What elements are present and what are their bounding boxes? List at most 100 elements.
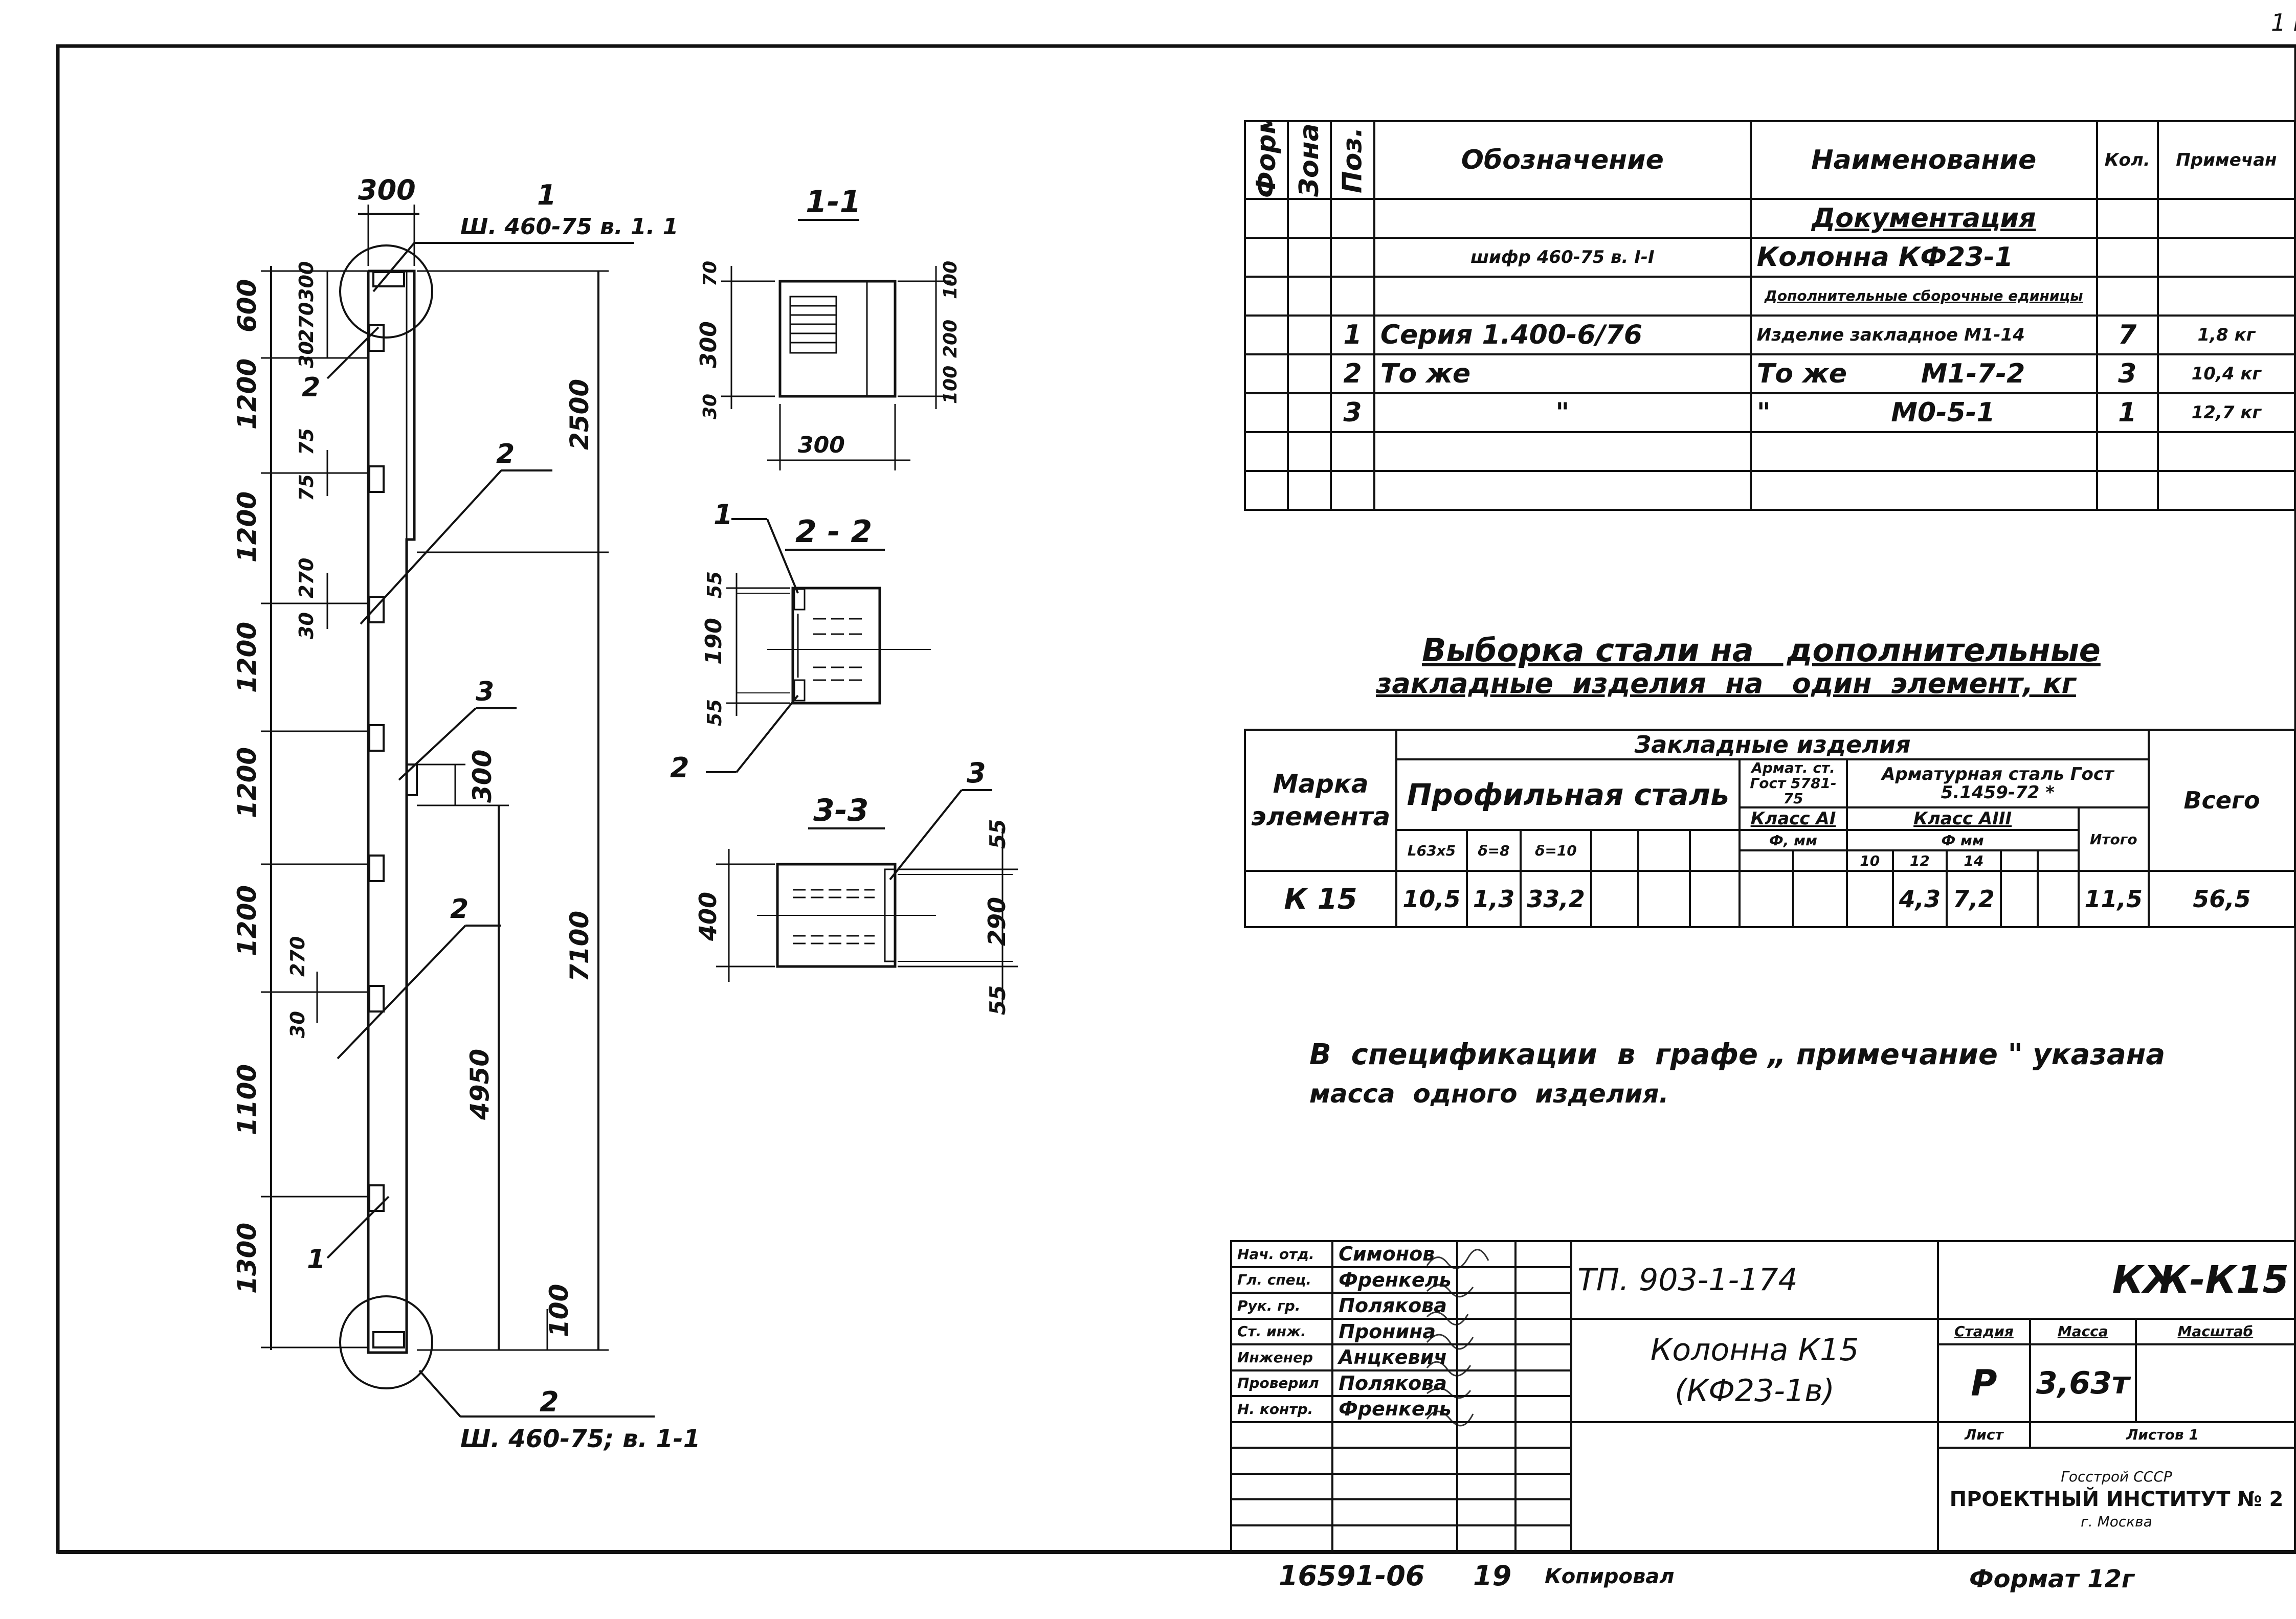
right-dim-100: 100 [544,1284,574,1337]
table-row [1244,470,2296,511]
small-dim-270a: 270 [295,302,318,343]
left-dim-1300: 1300 [232,1223,262,1294]
stamp-stage: Р [1936,1343,2031,1423]
stamp-org-3: г. Москва [2081,1513,2152,1530]
right-dim-4950: 4950 [465,1049,495,1120]
stamp-stage-header: Стадия [1936,1317,2031,1345]
right-dim-300: 300 [467,750,497,803]
note-line-2: масса одного изделия. [1309,1079,1669,1109]
spec-header-pos: Поз. [1331,121,1374,199]
left-dim-1200b: 1200 [232,491,262,563]
s22-callout-2: 2 [670,752,689,784]
stamp-doc-code: ТП. 903-1-174 [1570,1240,1939,1320]
spec-header-name: Наименование [1749,120,2098,200]
column-top-width: 300 [358,174,416,206]
sel-class-a1: Класс АI [1738,806,1848,831]
left-dim-1200e: 1200 [232,885,262,956]
sel-mark-header: Марка элемента [1243,729,1398,872]
small-dim-30b: 30 [295,612,318,639]
s11-d100a: 100 [940,261,961,299]
sel-embedded-header: Закладные изделия [1395,729,2150,760]
corner-mark: 1 I [2271,9,2296,36]
footer-format: Формат 12г [1969,1565,2134,1593]
spec-header-note: Примечан [2156,120,2296,200]
sel-phi-mm-2: Ф мм [1845,829,2080,851]
s22-callout-1: 1 [714,499,733,531]
sel-armat-steel-header: Арматурная сталь Гост 5.1459-72 * [1845,758,2150,808]
steel-selection-table: Марка элемента Закладные изделия Всего П… [1243,729,2296,928]
sel-armat-header: Армат. ст. Гост 5781-75 [1738,758,1848,808]
selection-title-2: закладные изделия на один элемент, кг [1376,667,2076,700]
column-callout-top: 1 [537,179,556,211]
section-3-3-title: 3-3 [813,793,868,828]
spec-doc-heading: Документация [1749,198,2098,239]
s33-d290: 290 [983,897,1011,946]
s33-callout-3: 3 [967,757,986,789]
s11-d200: 200 [940,320,961,358]
s22-d55b: 55 [703,699,726,726]
sel-subtotal-header: Итого [2077,806,2150,872]
sel-row-mark: К 15 [1243,870,1398,928]
selection-title-1: Выборка стали на дополнительные [1422,632,2101,669]
column-callout-2b: 2 [496,439,515,469]
sel-phi-mm-1: Ф, мм [1738,829,1848,851]
column-ref-bottom: Ш. 460-75; в. 1-1 [460,1425,700,1453]
s33-d55b: 55 [985,985,1010,1015]
left-dim-1200c: 1200 [232,622,262,693]
column-ref-top: Ш. 460-75 в. 1. 1 [460,214,678,240]
stamp-org-2: ПРОЕКТНЫЙ ИНСТИТУТ № 2 [1949,1488,2284,1511]
sel-profile-header: Профильная сталь [1395,758,1741,831]
table-row: шифр 460-75 в. I-I Колонна КФ23-1 [1244,237,2296,278]
left-dim-600: 600 [232,279,262,332]
spec-header-format: Формат [1245,121,1288,199]
s11-d70: 70 [700,261,721,286]
small-dim-30a: 30 [295,341,318,368]
section-1-1-title: 1-1 [806,184,861,220]
table-row: Дополнительные сборочные единицы [1244,276,2296,317]
spec-header-qty: Кол. [2096,120,2159,200]
stamp-mass: 3,63т [2028,1343,2137,1423]
left-dim-1200d: 1200 [232,747,262,818]
s33-d55a: 55 [985,819,1010,849]
footer-inv: 16591-06 [1279,1560,1425,1592]
s11-d30: 30 [700,394,721,419]
small-dim-30c: 30 [286,1011,309,1038]
column-callout-1: 1 [307,1244,325,1275]
table-row: К 15 10,5 1,3 33,2 4,3 7,2 11,5 56,5 [1243,870,2296,928]
right-dim-2500: 2500 [565,379,594,450]
left-dim-1200a: 1200 [232,358,262,430]
small-dim-270b: 270 [295,558,318,598]
stamp-sheets-header: Листов 1 [2028,1421,2296,1449]
column-callout-2-bottom: 2 [540,1386,559,1418]
stamp-role: Нач. отд. [1230,1240,1334,1268]
section-2-2-title: 2 - 2 [795,514,872,550]
s11-d300h: 300 [798,432,845,458]
sel-total-header: Всего [2148,729,2296,872]
right-dim-7100: 7100 [565,911,594,982]
s11-d100b: 100 [940,366,961,404]
column-callout-2a: 2 [302,372,320,403]
section-1-1 [721,219,951,470]
stamp-sheet-code: КЖ-К15 [1936,1240,2296,1320]
section-2-2 [706,518,931,773]
left-dim-1100: 1100 [232,1064,262,1135]
s22-d190: 190 [701,618,727,665]
stamp-scale-header: Масштаб [2134,1317,2296,1345]
footer-page: 19 [1473,1560,1512,1592]
stamp-title: Колонна К15 [1650,1332,1859,1368]
s33-d400: 400 [694,892,722,941]
s11-d300: 300 [696,321,722,368]
title-block: Нач. отд. Симонов ТП. 903-1-174 КЖ-К15 Г… [1230,1240,2296,1552]
stamp-sheet-header: Лист [1936,1421,2031,1449]
small-dim-75a: 75 [295,428,318,455]
small-dim-270c: 270 [286,936,309,977]
small-dim-300: 300 [295,261,318,302]
table-row: Документация [1244,198,2296,239]
s22-d55a: 55 [703,571,726,598]
column-callout-3: 3 [476,677,494,707]
